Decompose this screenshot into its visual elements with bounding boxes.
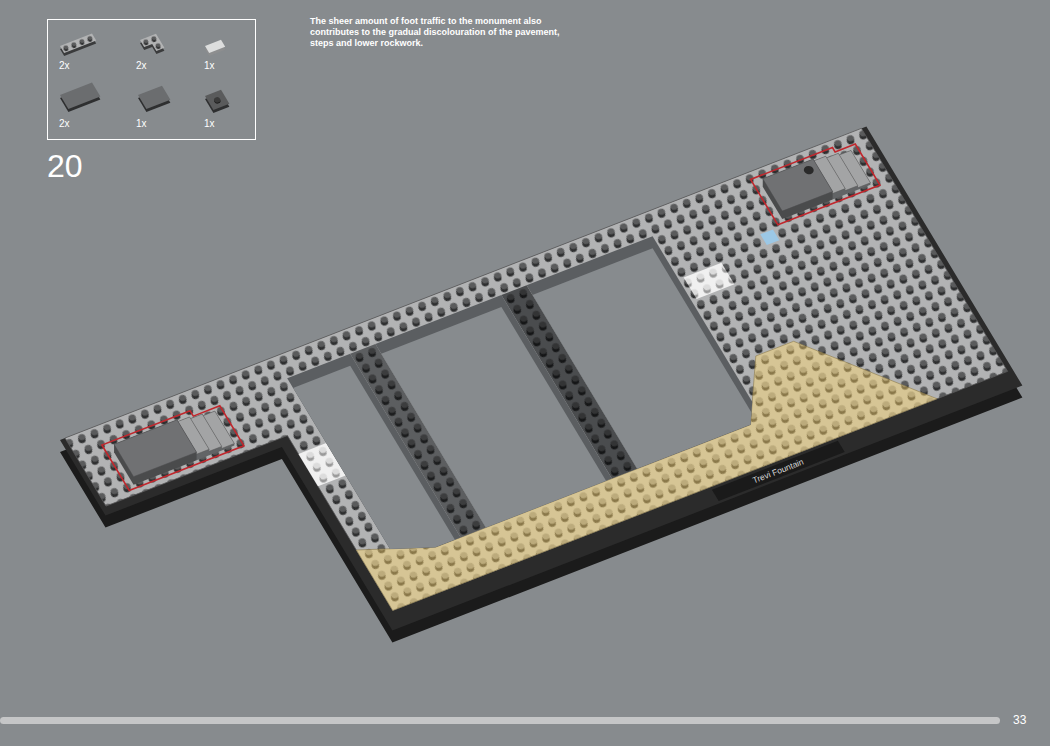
window-gap <box>527 248 764 481</box>
part-count: 2x <box>136 60 147 72</box>
part-count: 1x <box>204 118 215 130</box>
page-number: 33 <box>1013 713 1026 727</box>
steps-right <box>751 140 880 225</box>
part-count: 1x <box>136 118 147 130</box>
note-text: The sheer amount of foot traffic to the … <box>310 16 572 49</box>
part-icons <box>60 34 229 113</box>
white-plate <box>684 263 735 299</box>
blue-tile <box>760 229 779 245</box>
new-parts-outline <box>751 140 880 225</box>
steps-left <box>102 400 244 490</box>
name-tile <box>712 441 845 501</box>
black-base <box>60 126 1022 699</box>
part-count: 2x <box>59 118 70 130</box>
new-parts-outline <box>102 400 244 490</box>
part-count: 1x <box>204 60 215 72</box>
step-number: 20 <box>47 147 83 185</box>
name-tile-text: Trevi Fountain <box>751 457 805 486</box>
page-bar <box>0 717 1000 724</box>
parts-box: 2x 2x 1x 2x 1x 1x <box>47 19 256 140</box>
base-top <box>60 126 1022 699</box>
part-count: 2x <box>59 60 70 72</box>
grey-plates <box>65 128 1008 681</box>
